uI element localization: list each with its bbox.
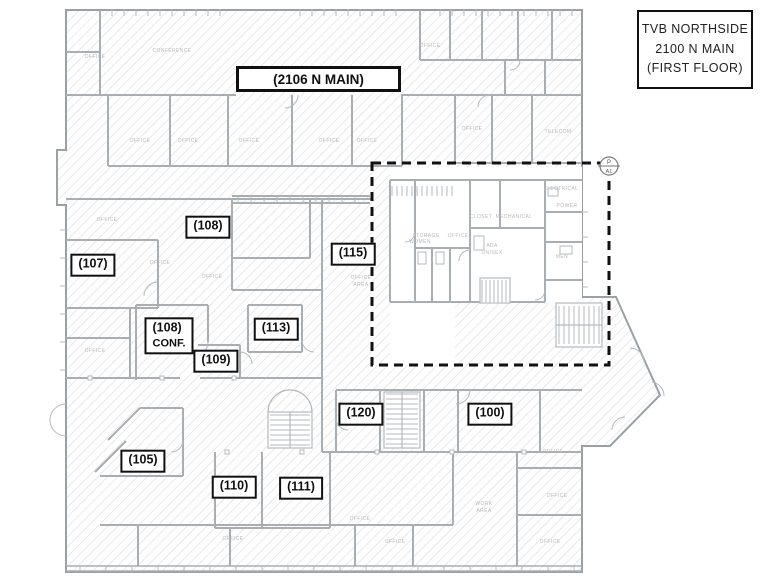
svg-text:OFFICE: OFFICE <box>85 54 106 60</box>
title-line-1: TVB NORTHSIDE <box>641 22 749 37</box>
bottom-wall <box>66 565 582 572</box>
svg-text:OFFICE: OFFICE <box>223 536 244 542</box>
room-label-111: (111) <box>279 476 323 500</box>
svg-text:AREA: AREA <box>476 508 491 514</box>
svg-text:OFFICE: OFFICE <box>239 138 260 144</box>
plan-marker-bottom-label: A1 <box>606 169 613 175</box>
svg-text:MEN: MEN <box>556 254 568 260</box>
svg-text:OFFICE: OFFICE <box>448 233 469 239</box>
svg-text:OFFICE: OFFICE <box>319 138 340 144</box>
svg-text:OFFICE: OFFICE <box>350 516 371 522</box>
svg-text:MECHANICAL: MECHANICAL <box>496 214 533 220</box>
svg-text:OFFICE: OFFICE <box>178 138 199 144</box>
interior-walls <box>66 10 582 566</box>
svg-text:WORK: WORK <box>475 501 492 507</box>
faint-room-names: CONFERENCE OFFICE OFFICE OFFICE OFFICE O… <box>85 43 579 545</box>
room-label-100: (100) <box>467 402 513 426</box>
svg-text:POWER: POWER <box>557 203 578 209</box>
title-line-2: 2100 N MAIN <box>655 41 735 56</box>
room-label-108-conf: (108) CONF. <box>144 317 194 355</box>
svg-text:OFFICE: OFFICE <box>97 217 118 223</box>
svg-text:OFFICE: OFFICE <box>385 539 406 545</box>
plan-marker: P A1 <box>598 156 620 176</box>
svg-text:UNISEX: UNISEX <box>481 250 502 256</box>
room-label-108-conf-sub: CONF. <box>152 336 186 349</box>
svg-text:OFFICE: OFFICE <box>547 493 568 499</box>
title-block: TVB NORTHSIDE 2100 N MAIN (FIRST FLOOR) <box>637 10 753 89</box>
svg-text:AREA: AREA <box>353 282 368 288</box>
svg-text:OFFICE: OFFICE <box>130 138 151 144</box>
svg-text:ELECTRICAL: ELECTRICAL <box>544 186 579 192</box>
svg-text:TELECOM: TELECOM <box>545 129 572 135</box>
svg-text:OFFICE: OFFICE <box>150 260 171 266</box>
building-footprint <box>56 9 662 573</box>
room-label-105: (105) <box>120 449 166 473</box>
svg-text:OFFICE: OFFICE <box>85 348 106 354</box>
room-label-110: (110) <box>211 475 257 499</box>
svg-text:WOMEN: WOMEN <box>409 239 431 245</box>
room-label-108: (108) <box>185 215 231 239</box>
room-label-113: (113) <box>253 317 299 341</box>
svg-text:ADA: ADA <box>486 243 498 249</box>
svg-text:OFFICE: OFFICE <box>351 275 372 281</box>
building-label-2106-n-main: (2106 N MAIN) <box>236 66 401 92</box>
fixtures <box>87 187 573 455</box>
svg-text:OFFICE: OFFICE <box>357 138 378 144</box>
window-ticks <box>60 9 600 571</box>
title-line-3: (FIRST FLOOR) <box>647 61 743 76</box>
svg-text:OFFICE: OFFICE <box>462 126 483 132</box>
svg-text:OFFICE: OFFICE <box>202 274 223 280</box>
door-arcs <box>49 59 665 453</box>
svg-text:OFFICE: OFFICE <box>540 539 561 545</box>
svg-text:OFFICE: OFFICE <box>543 449 564 455</box>
svg-text:OFFICE: OFFICE <box>420 43 441 49</box>
room-label-115: (115) <box>330 242 376 266</box>
highlight-dashed-region <box>370 161 611 367</box>
svg-text:CLOSET: CLOSET <box>470 214 492 220</box>
room-label-120: (120) <box>338 402 384 426</box>
room-label-109: (109) <box>193 349 239 373</box>
svg-text:STORAGE: STORAGE <box>412 233 439 239</box>
plan-marker-top-label: P <box>607 160 611 166</box>
room-label-107: (107) <box>70 253 116 277</box>
svg-text:CONFERENCE: CONFERENCE <box>152 48 191 54</box>
